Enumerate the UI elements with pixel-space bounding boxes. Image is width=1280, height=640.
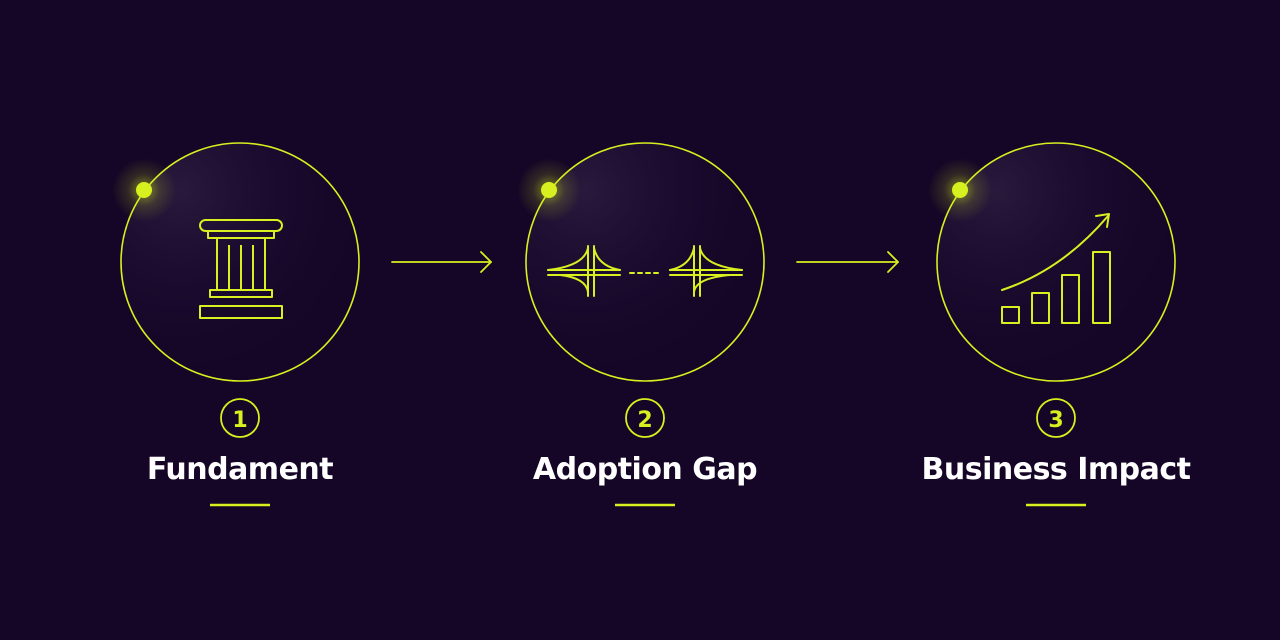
step-2-number: 2 <box>637 408 652 433</box>
step-1-number: 1 <box>232 408 247 433</box>
step-1-number-badge <box>220 398 260 438</box>
arrow-right-icon <box>796 251 899 273</box>
step-3-number: 3 <box>1048 408 1063 433</box>
step-1-circle <box>120 142 360 382</box>
step-3-title: Business Impact <box>921 452 1192 487</box>
step-2-number-badge <box>625 398 665 438</box>
growth-chart-icon <box>1001 213 1111 324</box>
step-2-dot <box>541 182 557 198</box>
arrow-right-icon <box>391 251 492 273</box>
step-3-dot <box>952 182 968 198</box>
step-1-title: Fundament <box>146 452 334 487</box>
step-3-circle <box>936 142 1176 382</box>
step-1: 1 <box>112 142 360 507</box>
pillar-icon <box>199 219 283 319</box>
step-3-number-badge <box>1036 398 1076 438</box>
step-3-circle-fill <box>937 143 1175 381</box>
step-1-dot <box>136 182 152 198</box>
step-2-title: Adoption Gap <box>532 452 758 487</box>
step-2-circle-fill <box>526 143 764 381</box>
bridge-gap-icon <box>547 245 743 297</box>
step-3: 3 <box>928 142 1176 507</box>
step-2-circle <box>525 142 765 382</box>
step-2: 2 <box>517 142 765 507</box>
